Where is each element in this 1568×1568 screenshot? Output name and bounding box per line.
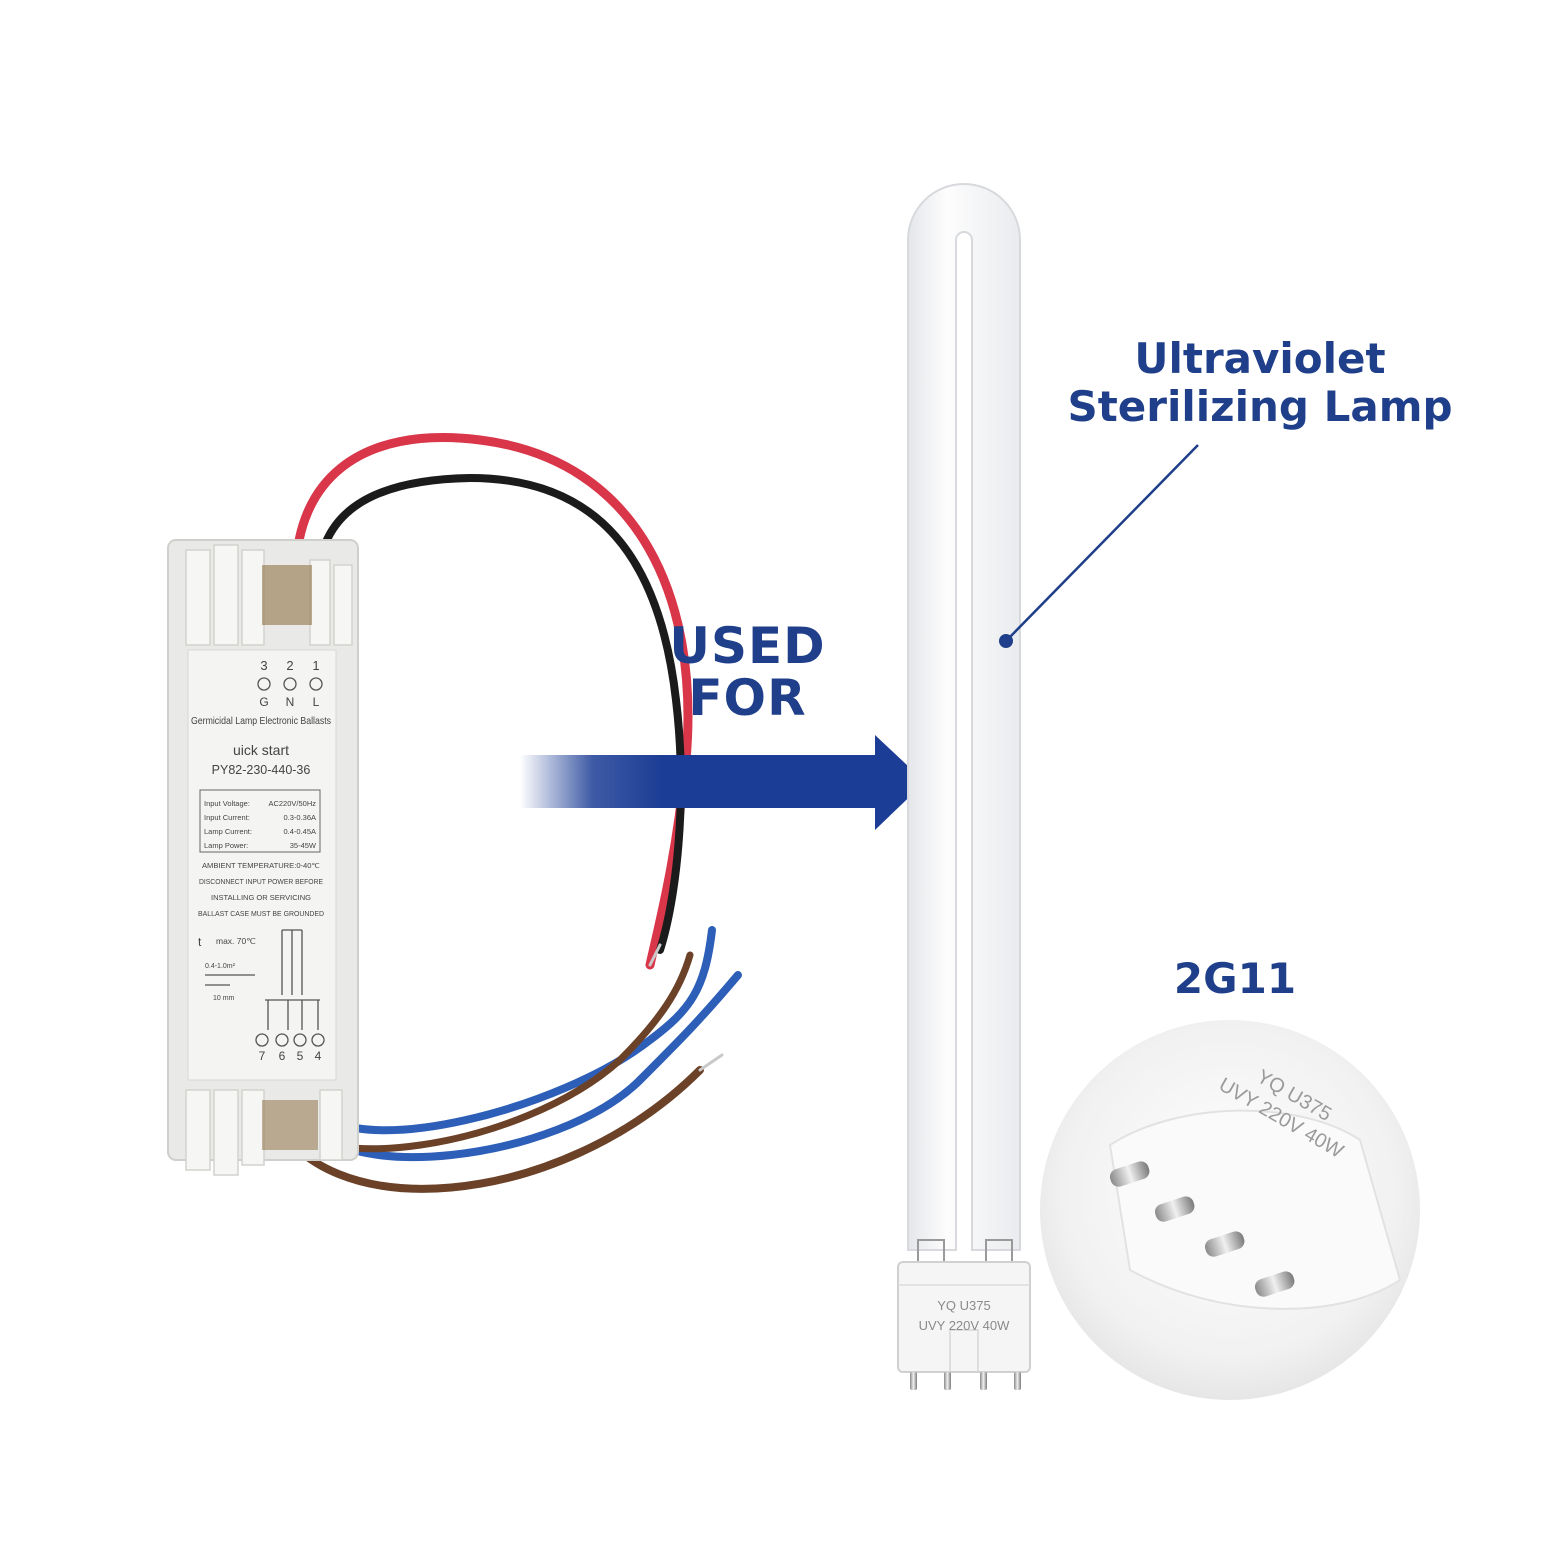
wire-gauge: 0.4-1.0m² bbox=[205, 963, 236, 970]
lamp-title: Ultraviolet Sterilizing Lamp bbox=[1060, 335, 1460, 431]
terminal-letter: L bbox=[313, 695, 320, 709]
lamp-title-line: Ultraviolet bbox=[1134, 334, 1386, 383]
used-for-line: FOR bbox=[688, 669, 807, 727]
ballast-model: PY82-230-440-36 bbox=[212, 763, 311, 777]
lamp-base-print: UVY 220V 40W bbox=[919, 1318, 1011, 1333]
ballast-product-name: Germicidal Lamp Electronic Ballasts bbox=[191, 715, 331, 727]
ballast-start-type: uick start bbox=[233, 742, 289, 758]
spec-value: 0.3-0.36A bbox=[283, 813, 316, 822]
lamp-title-line: Sterilizing Lamp bbox=[1067, 382, 1453, 431]
terminal-letter: G bbox=[259, 695, 268, 709]
tc-symbol: t bbox=[198, 935, 202, 949]
base-closeup: YQ U375 UVY 220V 40W bbox=[1040, 1020, 1420, 1400]
warning-line: BALLAST CASE MUST BE GROUNDED bbox=[198, 909, 324, 918]
used-for-line: USED bbox=[669, 617, 826, 675]
warning-line: DISCONNECT INPUT POWER BEFORE bbox=[199, 877, 323, 886]
base-code-label: 2G11 bbox=[1173, 954, 1297, 1003]
spec-label: Lamp Current: bbox=[204, 827, 252, 836]
spec-value: AC220V/50Hz bbox=[268, 799, 316, 808]
uv-lamp: YQ U375 UVY 220V 40W bbox=[897, 183, 1031, 1390]
lamp-callout bbox=[999, 444, 1199, 648]
electronic-ballast: 3 2 1 G N L Germicidal Lamp Electronic B… bbox=[167, 539, 359, 1176]
lamp-base-print: YQ U375 bbox=[937, 1298, 990, 1313]
closeup-pins bbox=[1109, 1161, 1295, 1297]
used-for-arrow bbox=[520, 735, 925, 830]
tc-max: max. 70℃ bbox=[216, 936, 256, 946]
terminal-letter: N bbox=[286, 695, 295, 709]
terminal-number: 7 bbox=[259, 1049, 266, 1063]
terminal-number: 5 bbox=[297, 1049, 304, 1063]
terminal-number: 4 bbox=[315, 1049, 322, 1063]
red-wire bbox=[291, 433, 693, 970]
terminal-number: 3 bbox=[260, 658, 267, 673]
spec-value: 35-45W bbox=[290, 841, 317, 850]
warning-line: AMBIENT TEMPERATURE:0-40℃ bbox=[202, 861, 320, 870]
warning-line: INSTALLING OR SERVICING bbox=[211, 893, 311, 902]
strip-length: 10 mm bbox=[213, 995, 235, 1002]
terminal-number: 1 bbox=[312, 658, 319, 673]
used-for-text: USED FOR bbox=[665, 620, 830, 724]
spec-label: Input Voltage: bbox=[204, 799, 250, 808]
spec-label: Lamp Power: bbox=[204, 841, 248, 850]
spec-label: Input Current: bbox=[204, 813, 250, 822]
black-wire bbox=[313, 473, 685, 954]
terminal-number: 2 bbox=[286, 658, 293, 673]
terminal-number: 6 bbox=[279, 1049, 286, 1063]
spec-value: 0.4-0.45A bbox=[283, 827, 316, 836]
